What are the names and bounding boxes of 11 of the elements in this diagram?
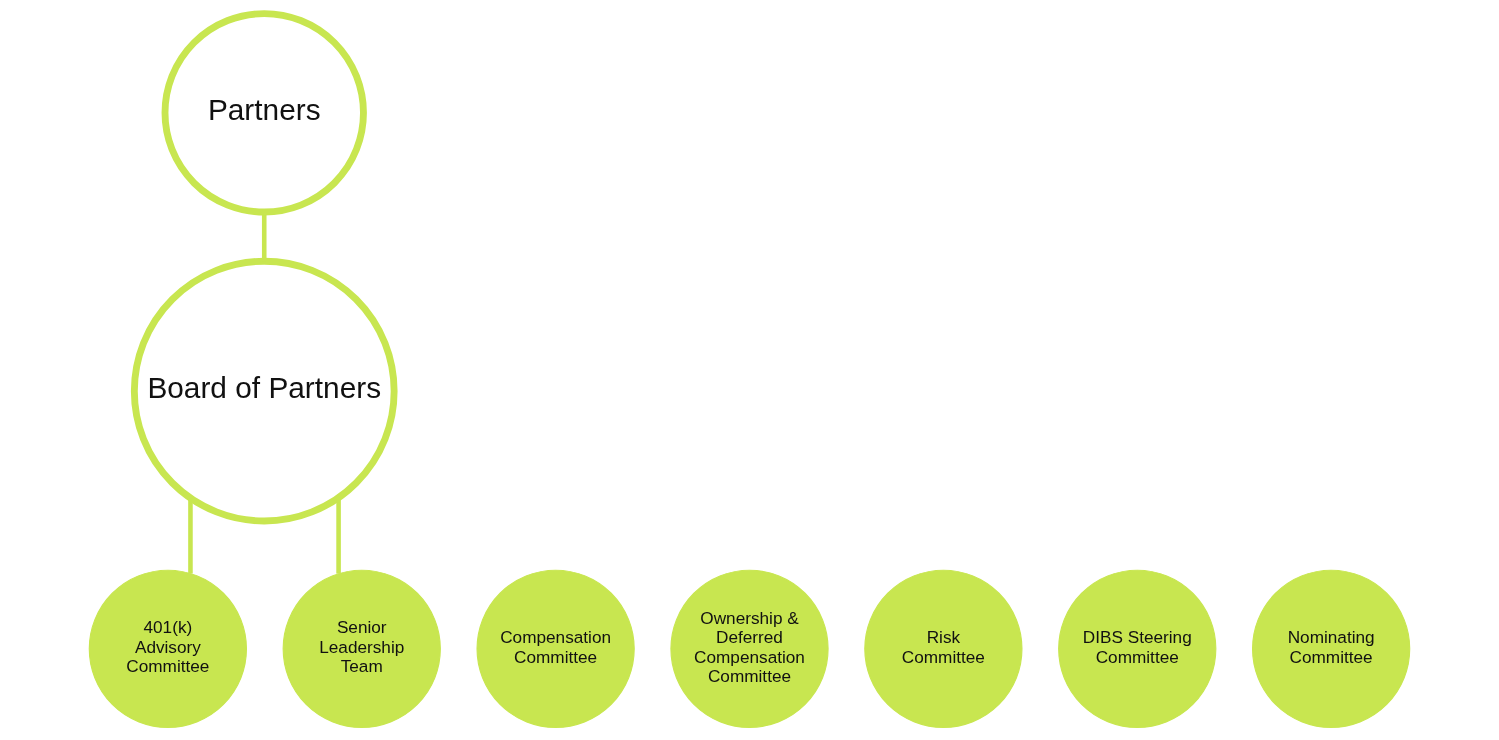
node-circle: DIBS Steering Committee (1058, 569, 1217, 728)
node-circle: Compensation Committee (476, 569, 635, 728)
node-circle: Nominating Committee (1251, 569, 1411, 728)
node-circle: Partners (161, 9, 367, 215)
node-circle: 401(k) Advisory Committee (88, 569, 248, 728)
connector (188, 497, 193, 573)
node-circle: Ownership & Deferred Compensation Committee (670, 569, 829, 728)
connector (336, 497, 341, 574)
node-circle: Senior Leadership Team (282, 569, 441, 728)
node-circle: Risk Committee (864, 569, 1023, 728)
node-circle: Board of Partners (130, 257, 398, 524)
